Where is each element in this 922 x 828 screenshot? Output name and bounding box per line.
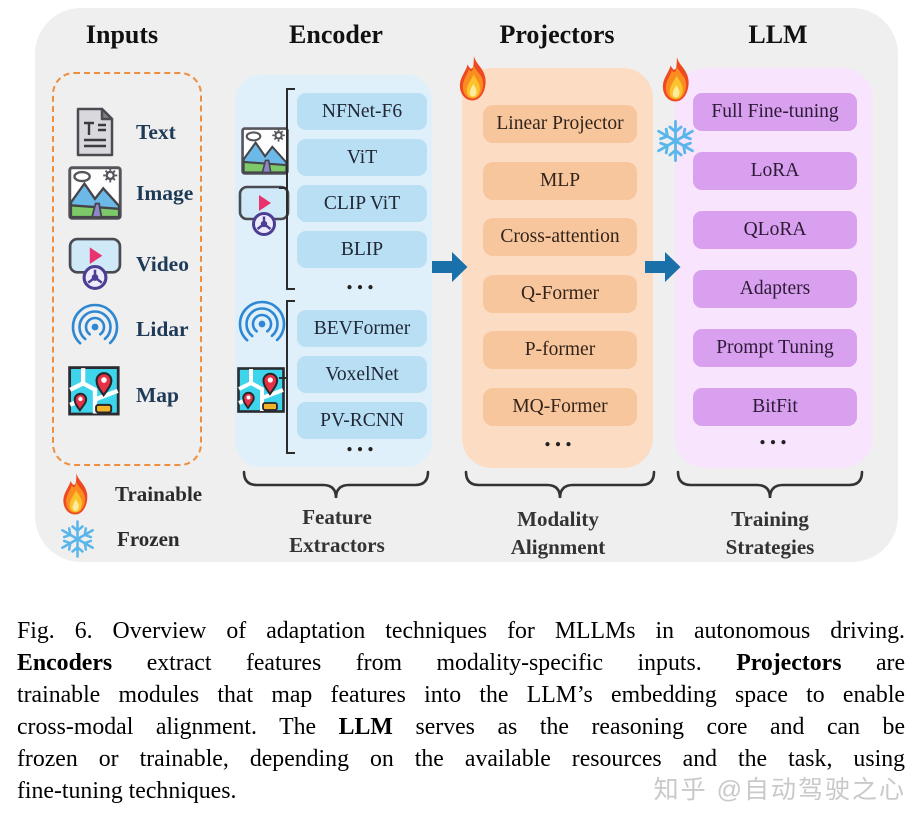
input-label: Video	[136, 251, 189, 276]
encoder-bracket-top	[279, 88, 295, 290]
snowflake-icon	[655, 118, 696, 164]
input-row-text: Text	[68, 104, 176, 160]
caption-bold-text: LLM	[338, 714, 393, 740]
caption-line: cross-modal alignment. The LLM serves as…	[17, 711, 905, 743]
caption-bold-text: Projectors	[736, 650, 842, 676]
header-projectors: Projectors	[499, 20, 615, 49]
projector-item: MQ-Former	[483, 388, 637, 426]
llm-item: Full Fine-tuning	[693, 93, 857, 131]
llm-item: Adapters	[693, 270, 857, 308]
encoder-item: CLIP ViT	[297, 185, 427, 222]
encoder-item: VoxelNet	[297, 356, 427, 393]
label-line: Alignment	[510, 535, 606, 559]
label-training-strategies: Training Strategies	[680, 505, 860, 561]
encoder-item: BLIP	[297, 231, 427, 268]
arrow-right-icon	[645, 250, 681, 284]
llm-item: QLoRA	[693, 211, 857, 249]
legend-trainable-label: Trainable	[115, 481, 203, 506]
projector-item: Q-Former	[483, 275, 637, 313]
caption-text: serves as the reasoning core and can be	[392, 714, 906, 740]
caption-text: Fig. 6. Overview of adaptation technique…	[17, 618, 905, 644]
llm-item: Prompt Tuning	[693, 329, 857, 367]
caption-text: trainable modules that map features into…	[17, 682, 905, 708]
caption-text: frozen or trainable, depending on the av…	[17, 746, 905, 772]
lidar-icon	[235, 298, 289, 354]
image-icon	[68, 166, 122, 220]
input-row-video: Video	[68, 236, 189, 292]
image-icon	[241, 127, 289, 175]
legend-trainable: Trainable	[59, 470, 202, 518]
ellipsis: ...	[544, 423, 576, 452]
map-icon	[68, 366, 122, 424]
encoder-item: NFNet-F6	[297, 93, 427, 130]
video-icon	[68, 237, 122, 291]
projector-item: P-former	[483, 331, 637, 369]
label-modality-alignment: Modality Alignment	[468, 505, 648, 561]
label-line: Feature	[302, 505, 372, 529]
inputs-dashed-box	[52, 72, 202, 466]
input-label: Image	[136, 180, 194, 205]
legend-frozen: Frozen	[59, 518, 180, 560]
caption-text: are	[841, 650, 906, 676]
encoder-item: ViT	[297, 139, 427, 176]
caption-text: fine-tuning techniques.	[17, 778, 237, 804]
fire-icon	[455, 55, 493, 103]
fire-icon	[59, 472, 94, 517]
caption-line: fine-tuning techniques.	[17, 775, 905, 807]
input-row-map: Map	[68, 366, 179, 424]
brace-feature-extractors	[242, 470, 430, 499]
input-label: Map	[136, 382, 179, 407]
label-line: Extractors	[289, 533, 385, 557]
ellipsis: ...	[346, 266, 378, 295]
llm-item: LoRA	[693, 152, 857, 190]
brace-modality-alignment	[464, 470, 656, 499]
header-encoder: Encoder	[289, 20, 383, 49]
projector-item: Cross-attention	[483, 218, 637, 256]
input-label: Lidar	[136, 316, 189, 341]
map-icon	[237, 367, 287, 421]
text-document-icon	[68, 107, 122, 157]
video-icon	[238, 185, 290, 237]
encoder-item: PV-RCNN	[297, 402, 427, 439]
label-line: Training	[731, 507, 809, 531]
figure-caption: Fig. 6. Overview of adaptation technique…	[17, 615, 905, 807]
projector-item: Linear Projector	[483, 105, 637, 143]
projector-item: MLP	[483, 162, 637, 200]
arrow-right-icon	[432, 250, 468, 284]
watermark: 知乎 @自动驾驶之心	[653, 776, 906, 804]
header-inputs: Inputs	[85, 20, 159, 49]
encoder-bracket-bottom	[279, 300, 295, 454]
caption-line: trainable modules that map features into…	[17, 679, 905, 711]
caption-text: extract features from modality-specific …	[112, 650, 737, 676]
label-line: Strategies	[725, 535, 815, 559]
caption-line: frozen or trainable, depending on the av…	[17, 743, 905, 775]
label-line: Modality	[517, 507, 599, 531]
legend-frozen-label: Frozen	[117, 526, 180, 551]
label-feature-extractors: Feature Extractors	[247, 503, 427, 559]
encoder-item: BEVFormer	[297, 310, 427, 347]
snowflake-icon	[59, 519, 96, 559]
input-row-image: Image	[68, 165, 193, 221]
llm-item: BitFit	[693, 388, 857, 426]
caption-text: cross-modal alignment. The	[17, 714, 339, 740]
brace-training-strategies	[676, 470, 864, 499]
caption-line: Fig. 6. Overview of adaptation technique…	[17, 615, 905, 647]
input-label: Text	[136, 119, 176, 144]
input-row-lidar: Lidar	[68, 301, 189, 357]
header-llm: LLM	[748, 20, 808, 49]
fire-icon	[658, 56, 696, 104]
caption-bold-text: Encoders	[17, 650, 113, 676]
caption-line: Encoders extract features from modality-…	[17, 647, 905, 679]
lidar-icon	[68, 301, 122, 357]
